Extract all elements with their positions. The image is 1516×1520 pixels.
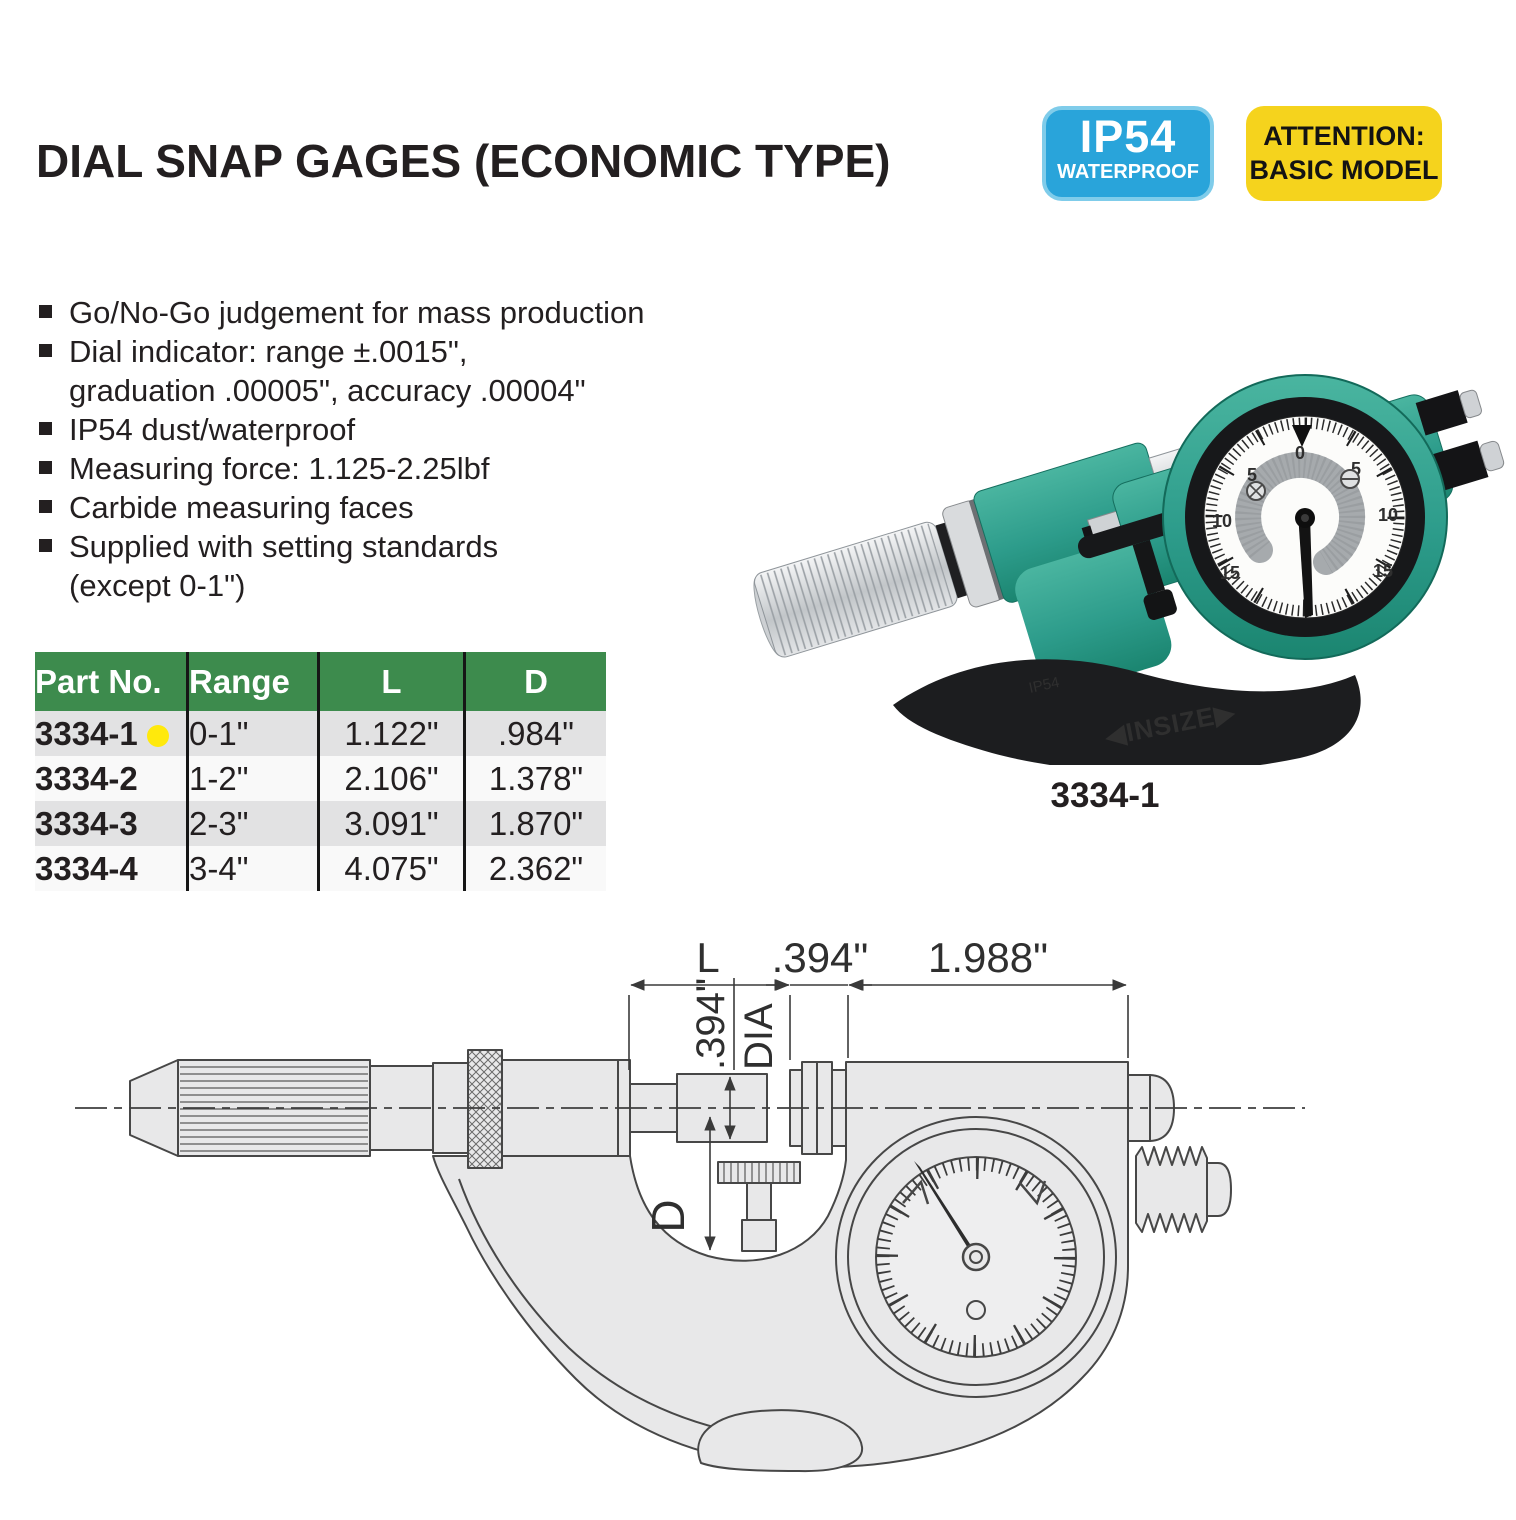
feature-item: Supplied with setting standards: [36, 527, 716, 566]
cell-part-no: 3334-1: [35, 711, 188, 756]
col-header-d: D: [463, 652, 606, 711]
part-no: 3334-1: [35, 714, 138, 752]
feature-item: Go/No-Go judgement for mass production: [36, 293, 716, 332]
ip54-badge: IP54 WATERPROOF: [1042, 106, 1214, 201]
photo-caption: 3334-1: [1050, 776, 1160, 815]
cell-range: 3-4": [186, 846, 319, 891]
bullet-square-icon: [39, 305, 52, 318]
cell-part-no: 3334-3: [35, 801, 188, 846]
feature-item: Carbide measuring faces: [36, 488, 716, 527]
dial-number: 10: [1378, 505, 1398, 525]
cell-part-no: 3334-4: [35, 846, 188, 891]
dial-number: 10: [1212, 511, 1232, 531]
feature-text: graduation .00005", accuracy .00004": [69, 373, 586, 408]
dim-label-body: 1.988": [928, 934, 1048, 981]
attention-badge: ATTENTION: BASIC MODEL: [1246, 106, 1442, 201]
dial-number: 15: [1220, 563, 1240, 583]
dial-number: 15: [1373, 561, 1393, 581]
cell-d: .984": [463, 711, 606, 756]
feature-text: Supplied with setting standards: [69, 529, 499, 564]
feature-text: Carbide measuring faces: [69, 490, 414, 525]
dimension-lines: [628, 978, 1129, 1251]
feature-list: Go/No-Go judgement for mass production D…: [36, 293, 716, 605]
dial-needle: [1298, 513, 1313, 618]
dim-label-dia-value: .394": [689, 978, 733, 1070]
bullet-square-icon: [39, 422, 52, 435]
feature-item: graduation .00005", accuracy .00004": [36, 371, 716, 410]
bullet-square-icon: [39, 500, 52, 513]
feature-text: (except 0-1"): [69, 568, 246, 603]
table-row: 3334-1 0-1" 1.122" .984": [35, 711, 606, 756]
dial-number: 5: [1351, 459, 1361, 479]
dial-notch-icon: [1292, 425, 1312, 447]
bullet-square-icon: [39, 539, 52, 552]
feature-text: IP54 dust/waterproof: [69, 412, 356, 447]
technical-drawing: L .394" 1.988" .394" DIA D: [75, 934, 1305, 1473]
threaded-stud-icon: [1431, 440, 1505, 492]
threaded-stud: [1135, 1146, 1208, 1233]
cell-l: 4.075": [317, 846, 465, 891]
table-header-row: Part No. Range L D: [35, 652, 606, 711]
thumbscrew-stem: [746, 1182, 772, 1221]
feature-item: Measuring force: 1.125-2.25lbf: [36, 449, 716, 488]
feature-item: (except 0-1"): [36, 566, 716, 605]
table-row: 3334-4 3-4" 4.075" 2.362": [35, 846, 606, 891]
basic-model-label: BASIC MODEL: [1249, 155, 1439, 185]
threaded-stud-icon: [1415, 389, 1483, 436]
drawing-dial: [835, 1116, 1117, 1398]
dim-label-l: L: [696, 934, 719, 981]
cell-l: 2.106": [317, 756, 465, 801]
attention-label: ATTENTION:: [1263, 121, 1425, 151]
product-photo: IP54 ◀INSIZE▶ 0 5 10 15 5 10 15: [753, 374, 1505, 765]
photo-grip: IP54 ◀INSIZE▶: [893, 659, 1361, 765]
table-row: 3334-2 1-2" 2.106" 1.378": [35, 756, 606, 801]
cell-range: 0-1": [186, 711, 319, 756]
feature-item: IP54 dust/waterproof: [36, 410, 716, 449]
feature-text: Measuring force: 1.125-2.25lbf: [69, 451, 490, 486]
table-row: 3334-3 2-3" 3.091" 1.870": [35, 801, 606, 846]
photo-dial: 0 5 10 15 5 10 15: [1162, 374, 1448, 660]
adjuster-screw-icon: [1246, 481, 1266, 501]
dial-number: 5: [1247, 465, 1257, 485]
knurled-ring: [467, 1049, 503, 1169]
dim-label-anvil: .394": [772, 934, 869, 981]
col-header-range: Range: [186, 652, 319, 711]
frame-foot: [697, 1409, 864, 1473]
col-header-part-no: Part No.: [35, 652, 188, 711]
spec-table: Part No. Range L D 3334-1 0-1" 1.122" .9…: [35, 652, 606, 891]
cell-d: 1.870": [463, 801, 606, 846]
feature-text: Dial indicator: range ±.0015",: [69, 334, 468, 369]
thumbscrew-foot: [741, 1219, 777, 1252]
feature-text: Go/No-Go judgement for mass production: [69, 295, 645, 330]
cell-d: 1.378": [463, 756, 606, 801]
cell-l: 1.122": [317, 711, 465, 756]
bullet-square-icon: [39, 344, 52, 357]
ip54-badge-label: IP54: [1079, 111, 1177, 162]
adjuster-screw-icon: [1340, 469, 1360, 489]
cell-l: 3.091": [317, 801, 465, 846]
grip-ip54-label: IP54: [1027, 674, 1061, 697]
cell-d: 2.362": [463, 846, 606, 891]
cell-range: 1-2": [186, 756, 319, 801]
waterproof-label: WATERPROOF: [1057, 161, 1199, 183]
page-title: DIAL SNAP GAGES (ECONOMIC TYPE): [36, 135, 891, 187]
cell-range: 2-3": [186, 801, 319, 846]
drawing-needle: [914, 1161, 981, 1261]
thimble-knurl-lines: [180, 1066, 368, 1152]
cell-part-no: 3334-2: [35, 756, 188, 801]
bullet-square-icon: [39, 461, 52, 474]
dial-number: 0: [1295, 443, 1305, 463]
dim-label-dia-word: DIA: [737, 1003, 781, 1070]
dim-label-d: D: [642, 1199, 694, 1232]
photo-frame-throat: [1015, 540, 1172, 694]
feature-item: Dial indicator: range ±.0015",: [36, 332, 716, 371]
highlight-dot: [146, 724, 169, 747]
col-header-l: L: [317, 652, 465, 711]
